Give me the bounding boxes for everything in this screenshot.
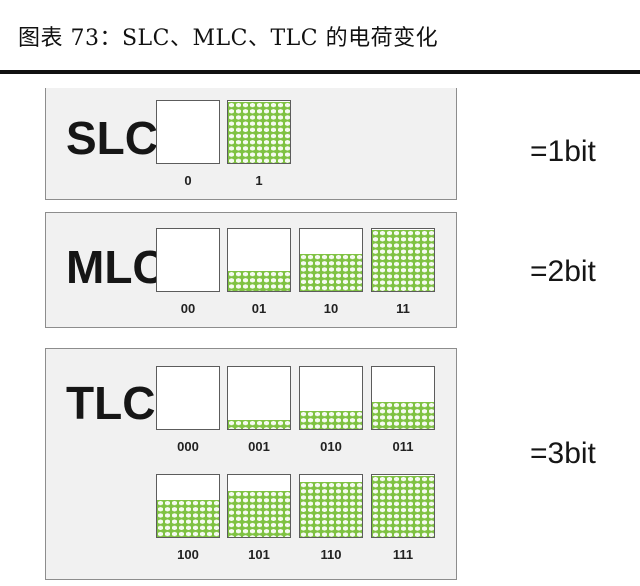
- mlc-label: MLC: [66, 241, 166, 293]
- mlc-cell-code-10: 10: [323, 301, 339, 316]
- tlc-cell-code-100: 100: [177, 547, 199, 562]
- slc-bits-label: =1bit: [530, 135, 596, 168]
- tlc-cell-101: [227, 474, 291, 538]
- slc-cell-0: [156, 100, 220, 164]
- tlc-cell-110: [299, 474, 363, 538]
- tlc-cell-010: [299, 366, 363, 430]
- mlc-cell-01: [227, 228, 291, 292]
- tlc-charge-fill-001: [228, 420, 290, 429]
- tlc-cell-code-010: 010: [320, 439, 342, 454]
- mlc-cell-code-11: 11: [396, 301, 410, 316]
- tlc-cell-code-011: 011: [392, 439, 414, 454]
- tlc-charge-fill-100: [157, 500, 219, 537]
- tlc-cell-111: [371, 474, 435, 538]
- slc-cell-code-1: 1: [255, 173, 263, 188]
- tlc-cell-code-001: 001: [248, 439, 270, 454]
- tlc-cell-code-111: 111: [392, 547, 414, 562]
- mlc-cell-00: [156, 228, 220, 292]
- slc-cell-1: [227, 100, 291, 164]
- tlc-charge-fill-101: [228, 491, 290, 537]
- tlc-charge-fill-010: [300, 411, 362, 429]
- tlc-cell-code-101: 101: [248, 547, 270, 562]
- slc-charge-fill-1: [228, 102, 290, 163]
- mlc-cell-10: [299, 228, 363, 292]
- tlc-cell-100: [156, 474, 220, 538]
- mlc-charge-fill-10: [300, 254, 362, 291]
- tlc-cell-code-000: 000: [177, 439, 199, 454]
- tlc-cell-011: [371, 366, 435, 430]
- tlc-bits-label: =3bit: [530, 437, 596, 470]
- tlc-charge-fill-011: [372, 402, 434, 429]
- tlc-charge-fill-110: [300, 482, 362, 537]
- tlc-charge-fill-111: [372, 476, 434, 537]
- figure-title: 图表 73：SLC、MLC、TLC 的电荷变化: [18, 26, 439, 51]
- tlc-cell-code-110: 110: [320, 547, 342, 562]
- mlc-cell-code-00: 00: [180, 301, 196, 316]
- slc-label: SLC: [66, 112, 158, 164]
- tlc-label: TLC: [66, 377, 156, 429]
- mlc-charge-fill-01: [228, 271, 290, 291]
- mlc-bits-label: =2bit: [530, 255, 596, 288]
- mlc-cell-code-01: 01: [251, 301, 267, 316]
- tlc-cell-000: [156, 366, 220, 430]
- slc-cell-code-0: 0: [184, 173, 192, 188]
- mlc-charge-fill-11: [372, 230, 434, 291]
- title-rule: [0, 70, 640, 74]
- tlc-cell-001: [227, 366, 291, 430]
- mlc-cell-11: [371, 228, 435, 292]
